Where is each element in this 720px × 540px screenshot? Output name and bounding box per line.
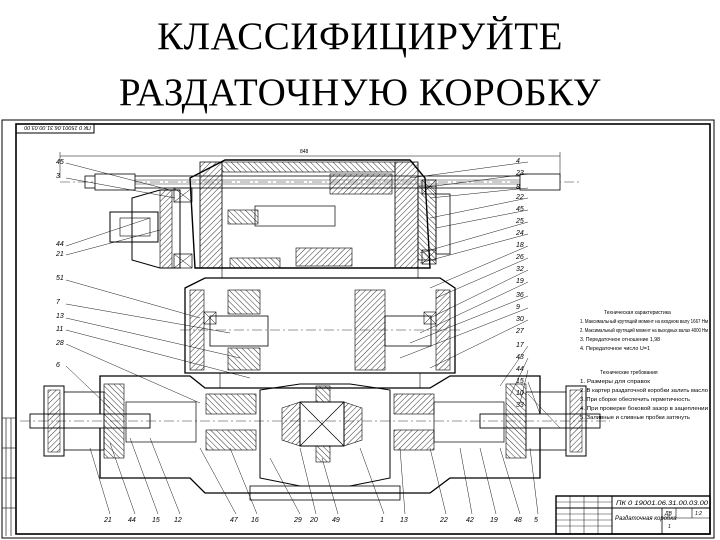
tech-requirements: Технические требования 1. Размеры для сп… <box>580 370 708 421</box>
transfer-case-drawing: ПК 0 15001.06.31.00.03.00 848 <box>1 119 715 539</box>
corner-stamp-text: ПК 0 15001.06.31.00.03.00 <box>23 124 91 130</box>
callout-right-10: 32 <box>516 266 524 273</box>
callout-bottom-7: 29 <box>293 517 302 524</box>
callout-right-19: 15 <box>516 378 524 385</box>
callout-right-12: 36 <box>516 292 524 299</box>
callout-right-18: 44 <box>516 366 524 373</box>
callout-left-4: 21 <box>55 251 64 258</box>
title-block-sheet: 1 <box>668 524 671 530</box>
housing-vertical-lines <box>219 268 421 388</box>
tech-requirement-4: 4. При проверке боковой зазор в зацеплен… <box>580 405 708 412</box>
intermediate-shaft-assembly <box>180 277 460 374</box>
callout-bottom-11: 13 <box>400 517 408 524</box>
callout-right-1: 4 <box>516 158 520 165</box>
slide-title-line-1: КЛАССИФИЦИРУЙТЕ <box>157 15 563 58</box>
callout-right-16: 17 <box>516 342 525 349</box>
callout-right-20: 10 <box>516 390 524 397</box>
callout-right-6: 25 <box>515 218 524 225</box>
left-filing-strip <box>2 417 16 536</box>
input-shaft-assembly <box>60 173 580 191</box>
title-block-name: Раздаточная коробка <box>615 516 677 522</box>
callout-right-4: 22 <box>515 194 524 201</box>
callout-right-3: 8 <box>516 184 520 191</box>
callout-left-5: 51 <box>56 275 64 282</box>
top-dimension-value: 848 <box>300 149 309 155</box>
callout-bottom-16: 5 <box>534 517 538 524</box>
tech-requirement-2: 2. В картер раздаточной коробки залить м… <box>580 387 708 394</box>
callout-left-3: 44 <box>56 241 64 248</box>
callout-right-17: 43 <box>516 354 524 361</box>
callout-bottom-4: 12 <box>174 517 182 524</box>
callout-bottom-1: 21 <box>103 517 112 524</box>
callout-bottom-2: 44 <box>128 517 136 524</box>
right-callouts: 4 23 8 22 45 25 24 18 26 32 19 36 9 30 2… <box>515 158 525 409</box>
sheet-inner-frame <box>15 123 711 535</box>
tech-requirement-5: 5. Заливные и сливные пробки затянуть <box>580 415 690 421</box>
callout-left-6: 7 <box>56 299 61 306</box>
callout-left-10: 6 <box>56 362 60 369</box>
corner-stamp-box <box>15 123 95 134</box>
slide-title-line-2: РАЗДАТОЧНУЮ КОРОБКУ <box>118 71 602 114</box>
callout-bottom-3: 15 <box>152 517 160 524</box>
leader-lines <box>65 161 561 515</box>
callout-left-8: 11 <box>56 326 63 333</box>
title-block <box>555 495 711 535</box>
callout-bottom-8: 20 <box>309 517 318 524</box>
callout-bottom-12: 22 <box>439 517 448 524</box>
callout-bottom-13: 42 <box>466 517 474 524</box>
callout-right-7: 24 <box>515 230 524 237</box>
callout-bottom-14: 19 <box>490 517 498 524</box>
tech-requirements-title: Технические требования <box>600 370 658 376</box>
left-callouts: 45 3 44 21 51 7 13 11 28 6 <box>55 159 64 369</box>
title-block-scale: 1:2 <box>695 511 702 517</box>
upper-housing <box>189 159 431 269</box>
callout-bottom-15: 48 <box>514 517 522 524</box>
callout-left-7: 13 <box>56 313 64 320</box>
callout-left-2: 3 <box>56 173 60 180</box>
tech-characteristics-title: Техническая характеристика <box>604 310 671 316</box>
title-block-sheet-mark: ДВ <box>664 511 673 517</box>
callout-right-13: 9 <box>516 304 520 311</box>
tech-requirement-1: 1. Размеры для справок <box>580 379 651 385</box>
callout-right-5: 45 <box>516 206 524 213</box>
callout-bottom-9: 49 <box>332 517 340 524</box>
left-input-flange <box>109 187 193 269</box>
callout-bottom-5: 47 <box>230 517 239 524</box>
callout-right-15: 27 <box>515 328 525 335</box>
tech-characteristic-2: 2. Максимальный крутящий момент на выход… <box>580 327 708 334</box>
callout-right-14: 30 <box>516 316 524 323</box>
callout-right-9: 26 <box>515 254 524 261</box>
sheet-outer-border <box>1 119 715 539</box>
tech-characteristic-4: 4. Передаточное число U=1 <box>580 346 650 352</box>
output-shaft-assembly <box>20 375 610 501</box>
right-upper-bearing <box>417 179 451 265</box>
tech-characteristic-3: 3. Передаточное отношение 1,98 <box>580 337 660 343</box>
callout-right-11: 19 <box>516 278 524 285</box>
title-block-designation: ПК 0 19001.06.31.00.03.00 <box>616 500 708 507</box>
tech-requirement-3: 3. При сборке обеспечить герметичность <box>580 397 690 403</box>
tech-characteristics: Техническая характеристика 1. Максимальн… <box>580 310 708 352</box>
tech-characteristic-1: 1. Максимальный крутящий момент на входн… <box>580 318 708 325</box>
callout-bottom-10: 1 <box>380 517 384 524</box>
callout-right-8: 18 <box>516 242 524 249</box>
callout-bottom-6: 16 <box>251 517 259 524</box>
callout-right-21: 33 <box>516 402 524 409</box>
callout-left-9: 28 <box>55 340 64 347</box>
callout-right-2: 23 <box>515 170 524 177</box>
bottom-callouts: 21 44 15 12 47 16 29 20 49 1 13 22 42 19… <box>103 517 538 524</box>
callout-left-1: 45 <box>56 159 64 166</box>
